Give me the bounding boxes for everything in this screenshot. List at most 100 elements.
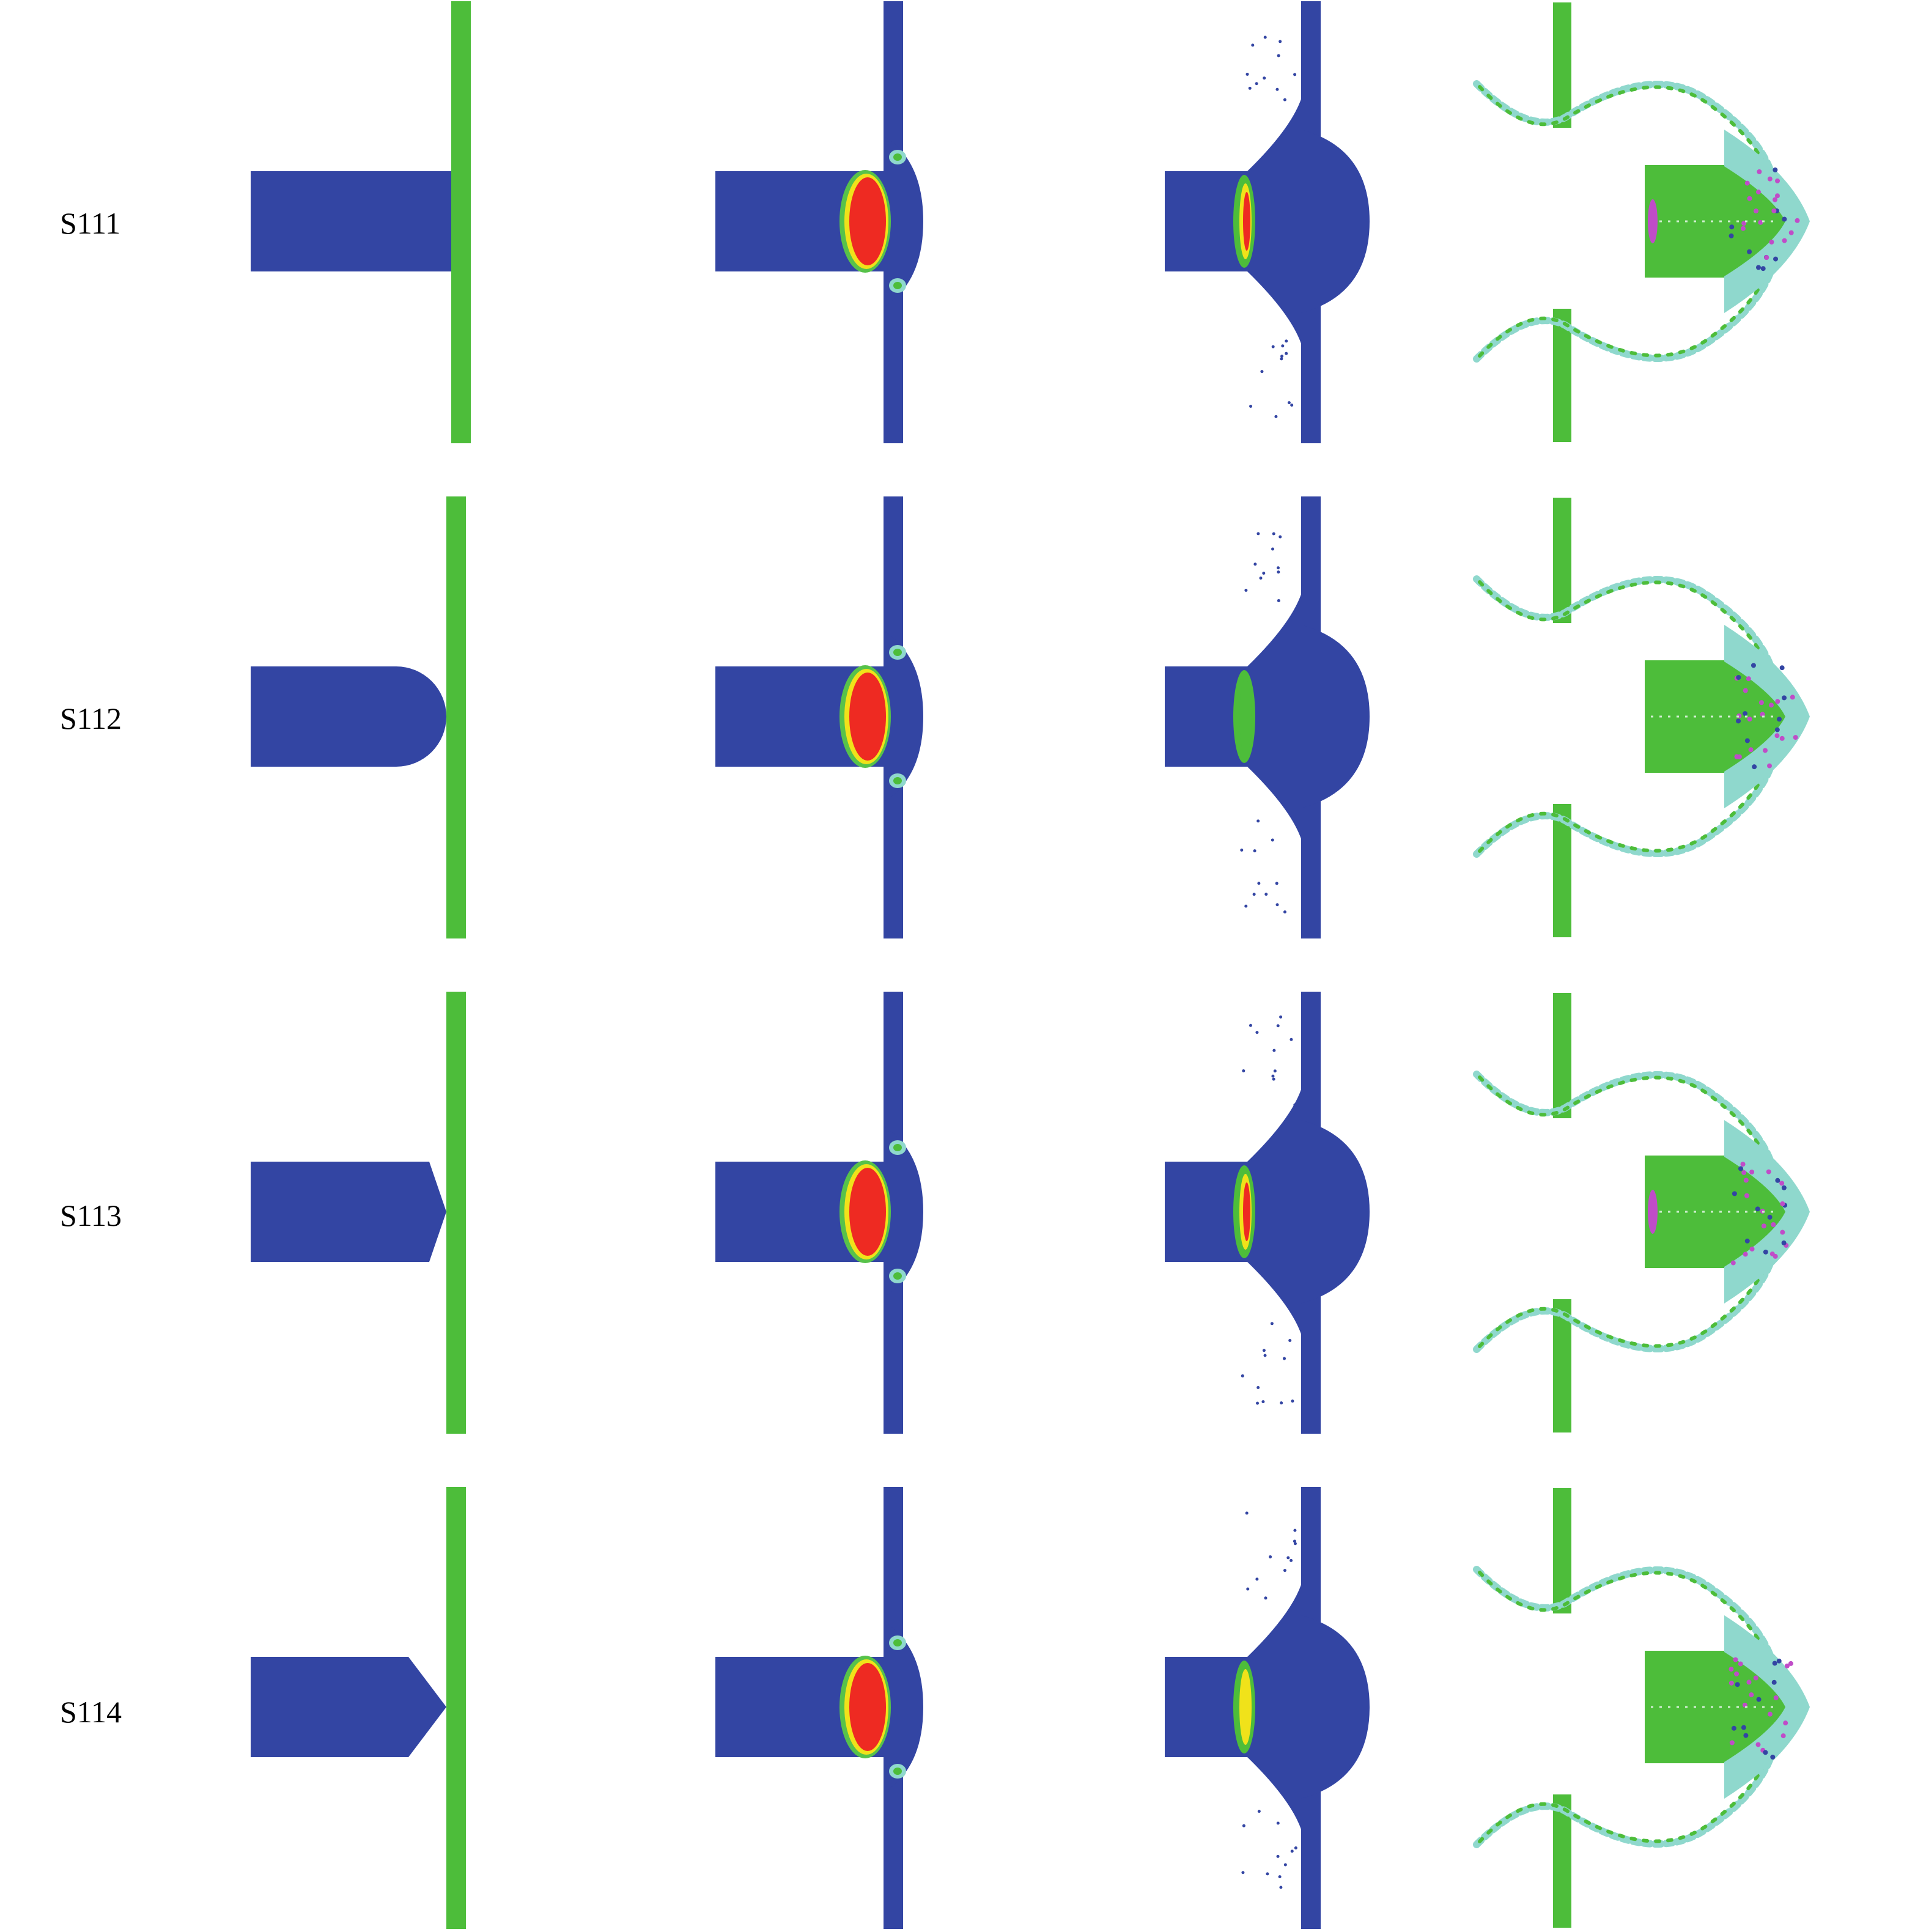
fragment-particle	[1751, 663, 1756, 668]
fragment-particle	[1729, 1667, 1734, 1672]
fragment-particle	[1784, 1663, 1790, 1668]
debris-particle	[1256, 819, 1260, 823]
stress-zone-core	[1243, 1678, 1250, 1736]
fragment-particle	[1782, 238, 1787, 243]
spall-nub-core	[893, 649, 902, 656]
fragment-particle	[1762, 748, 1768, 753]
debris-particle	[1255, 1031, 1259, 1034]
fragment-particle	[1790, 695, 1795, 700]
fragment-particle	[1780, 1201, 1785, 1206]
fragment-particle	[1740, 226, 1746, 231]
plate-fragment-top	[1553, 2, 1571, 128]
fragment-particle	[1730, 1260, 1736, 1266]
frame-initial-s113	[251, 992, 466, 1434]
frame-penetration-s113	[715, 992, 923, 1434]
debris-arc-top	[1473, 260, 1777, 363]
debris-particle	[1277, 54, 1280, 57]
fragment-particle	[1764, 255, 1769, 260]
fragment-particle	[1752, 764, 1757, 770]
debris-particle	[1270, 1322, 1274, 1325]
fragment-particle	[1736, 674, 1741, 680]
debris-particle	[1290, 1038, 1293, 1041]
target-plate	[446, 992, 466, 1434]
debris-arc-core	[1478, 1571, 1772, 1666]
debris-particle	[1245, 72, 1249, 76]
debris-arc-core	[1478, 1748, 1772, 1843]
fragment-particle	[1773, 197, 1778, 202]
debris-arc-core	[1478, 1075, 1772, 1171]
fragment-particle	[1729, 1680, 1734, 1686]
fragment-particle	[1772, 1661, 1777, 1666]
fragment-particle	[1779, 665, 1785, 671]
debris-particle	[1241, 1871, 1245, 1875]
fragment-particle	[1793, 735, 1798, 740]
fragment-particle	[1760, 266, 1766, 271]
fragment-particle	[1767, 1711, 1773, 1717]
frame-perforation-s114	[1473, 1488, 1810, 1928]
fragment-particle	[1781, 1185, 1787, 1190]
fragment-particle	[1767, 1214, 1773, 1220]
debris-particle	[1290, 1558, 1293, 1562]
debris-particle	[1281, 344, 1285, 348]
fragment-particle	[1779, 736, 1785, 741]
fragment-particle	[1738, 1166, 1743, 1171]
debris-particle	[1285, 339, 1288, 343]
fragment-particle	[1795, 218, 1800, 223]
fragment-particle	[1755, 1742, 1761, 1747]
row-label-s114: S114	[60, 1695, 122, 1729]
projectile-blunt-cone	[251, 1162, 446, 1262]
frame-initial-s112	[251, 496, 466, 938]
fragment-particle	[1735, 1682, 1740, 1687]
plate-fragment-top	[1553, 498, 1571, 623]
fragment-particle	[1774, 727, 1780, 732]
fragment-particle	[1755, 1206, 1760, 1212]
fragment-particle	[1780, 1230, 1785, 1235]
fragment-particle	[1738, 1661, 1743, 1667]
fragment-particle	[1777, 717, 1782, 722]
debris-particle	[1269, 1555, 1272, 1558]
fragment-particle	[1767, 176, 1773, 182]
debris-particle	[1249, 1023, 1252, 1027]
fragment-particle	[1757, 169, 1762, 174]
fragment-particle	[1788, 1661, 1793, 1666]
fragment-particle	[1749, 1246, 1755, 1252]
fragment-particle	[1782, 695, 1787, 701]
debris-particle	[1256, 1401, 1260, 1405]
debris-particle	[1271, 547, 1275, 551]
debris-arc-top	[1473, 756, 1777, 858]
debris-particle	[1290, 404, 1294, 407]
stress-zone-core	[849, 177, 886, 265]
stress-zone-mid	[1239, 679, 1252, 754]
debris-particle	[1283, 1863, 1287, 1867]
debris-particle	[1280, 355, 1284, 358]
debris-particle	[1279, 1015, 1283, 1019]
target-plate	[446, 1487, 466, 1929]
fragment-particle	[1743, 711, 1748, 717]
debris-arc-core	[1478, 758, 1772, 853]
debris-particle	[1256, 532, 1260, 536]
fragment-particle	[1749, 1169, 1755, 1174]
target-plate	[451, 1, 471, 443]
fragment-particle	[1780, 1733, 1786, 1739]
debris-particle	[1246, 1587, 1250, 1591]
debris-particle	[1255, 1577, 1259, 1581]
fragment-particle	[1747, 196, 1752, 201]
fragment-particle	[1744, 738, 1750, 743]
debris-particle	[1276, 566, 1280, 570]
fragment-particle	[1771, 1679, 1777, 1685]
debris-particle	[1249, 404, 1253, 408]
debris-particle	[1257, 1810, 1261, 1813]
debris-particle	[1286, 1556, 1290, 1560]
damage-spot	[1648, 1190, 1658, 1234]
frame-initial-s114	[251, 1487, 466, 1929]
debris-particle	[1263, 76, 1266, 80]
fragment-particle	[1747, 717, 1752, 722]
debris-particle	[1278, 1875, 1282, 1879]
fragment-particle	[1756, 265, 1762, 270]
debris-particle	[1293, 1103, 1297, 1107]
fragment-particle	[1736, 718, 1741, 724]
frame-penetration-s111	[715, 1, 923, 443]
debris-particle	[1272, 1077, 1275, 1081]
fragment-particle	[1774, 733, 1780, 739]
fragment-particle	[1767, 763, 1773, 769]
